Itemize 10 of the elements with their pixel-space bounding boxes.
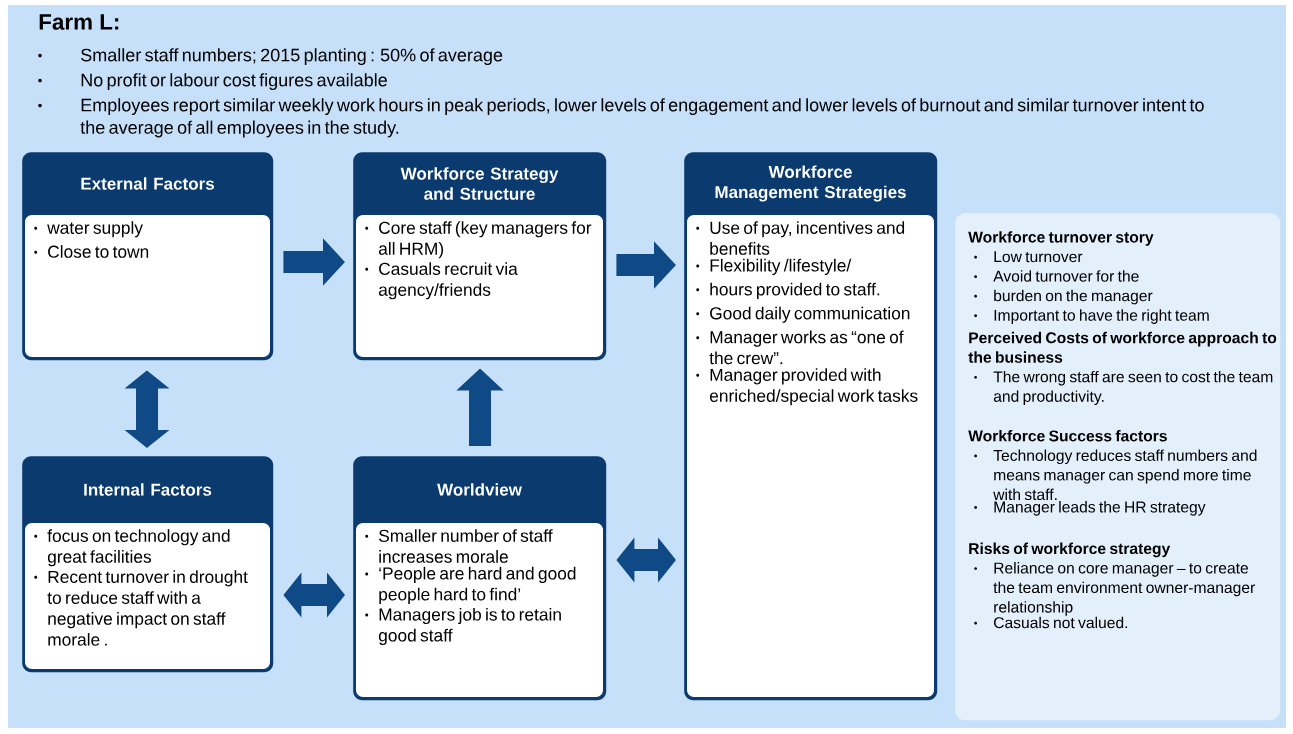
factor-box: Workforce Management Strategies Use of pay, incentives and benefits Flexibility /lifestyle/ hours provided to staff. Good daily communication Manager works as “one of the crew”. Manager provided with enriched/special work tasks	[684, 152, 938, 701]
bullet-text: Employees report similar weekly work hours in peak periods, lower levels of engagement and lower levels of burnout and similar turnover intent to the average of all employees in the study.	[38, 98, 1204, 138]
factor-box: Internal Factors focus on technology and great facilities Recent turnover in drought to reduce staff with a negative impact on staff morale .	[22, 456, 274, 673]
bullet-text: Smaller staff numbers; 2015 planting : 50% of average	[38, 48, 503, 65]
notes-panel: Workforce turnover story Low turnover Avoid turnover for the burden on the manager Important to have the right team Perceived Costs of workforce approach to the business The wrong staff are seen to cost the team and productivity. Workforce Success factors Technology reduces staff numbers and means manager can spend more time with staff. Manager leads the HR strategy Risks of workforce strategy Reliance on core manager – to create the team environment owner-manager relationship Casuals not valued.	[955, 213, 1281, 721]
factor-box: Workforce Strategy and Structure Core staff (key managers for all HRM) Casuals recruit via agency/friends	[353, 152, 607, 361]
factor-box: External Factors water supply Close to town	[22, 152, 274, 361]
factor-box: Worldview Smaller number of staff increases morale ‘People are hard and good people hard to find’ Managers job is to retain good staff	[353, 456, 607, 701]
title: Farm L:	[39, 14, 119, 30]
bullet-text: No profit or labour cost figures available	[38, 73, 387, 90]
